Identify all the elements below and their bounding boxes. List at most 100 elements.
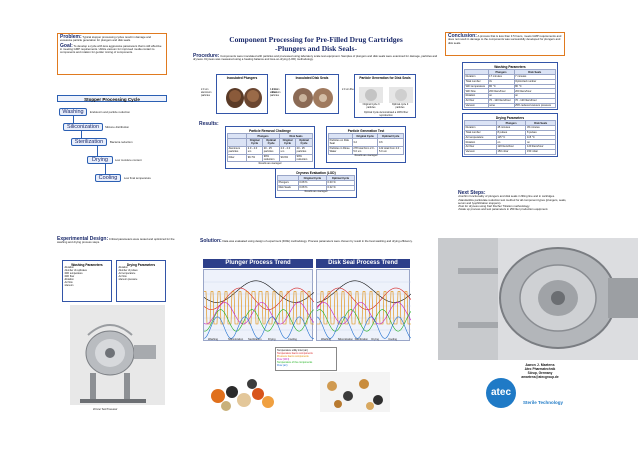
contact-block: Aaron J. Martens Atec Pharmatechnik Söru…	[509, 363, 571, 379]
table-cell: 20 - 25 particles	[295, 145, 313, 155]
trend-series-line	[204, 291, 314, 325]
exp-washing-list: -Duration-Number of replicates-WFI tempe…	[64, 266, 110, 287]
table-cell: 2.0 - 4.0 um	[279, 145, 297, 155]
next-steps: Next Steps: •Confirm functionality of pl…	[458, 190, 570, 212]
table-cell: 0.02 %	[325, 184, 356, 191]
list-item: •Scale up process and test parameters in…	[458, 207, 549, 212]
atec-logo: atec	[486, 378, 516, 408]
table-header-cell: Optimal Cycle	[262, 137, 281, 147]
list-item: •Test for dryness using Karl Fischer Tit…	[458, 204, 530, 209]
contact-email: amartens@atecgroup.de	[521, 375, 559, 379]
legend-item: Temperature of the components	[277, 361, 313, 365]
table-cell: Aluminum particles	[226, 145, 248, 155]
components-photo	[208, 372, 278, 412]
trend-series-line	[316, 287, 412, 310]
trend-series-line	[203, 309, 315, 332]
cycle-arrow	[97, 146, 98, 156]
table-cell: 0.6	[377, 137, 404, 147]
table-header-cell: Original Cycle	[279, 137, 297, 147]
legend-item: Flow (WFI)	[277, 358, 290, 362]
plunger-image	[226, 88, 262, 108]
table-cell: 122 total from 2.0 - 5.0 um	[377, 145, 404, 155]
cycle-arrow	[81, 131, 82, 138]
list-item: -Duration	[64, 266, 74, 270]
list-item: -WFI temperature	[64, 272, 83, 275]
exp-drying-title: Drying Parameters	[126, 262, 156, 267]
list-item: •Confirm functionality of plungers and d…	[458, 194, 555, 199]
table-cell: Particles on Disk Seal	[328, 137, 353, 147]
pg-note: Optimal Cycle demonstrated a 100% fiber …	[363, 111, 409, 117]
table-cell: 150 mbar	[495, 148, 527, 155]
plunger-trend-title: Plunger Process Trend	[203, 259, 313, 268]
x-tick-label: Sterilization	[355, 337, 369, 341]
table-cell: 20 - 25 particles	[262, 145, 281, 155]
pg-title: Particle Generation for Disk Seals	[359, 75, 411, 80]
list-item: -Air temperature	[118, 272, 136, 275]
drying-params-title: Drying Parameters	[495, 115, 525, 120]
table-header-cell: Optimal Cycle	[295, 137, 313, 147]
table-header-cell	[226, 137, 248, 147]
table-cell: Fiber	[226, 153, 248, 163]
table-cell: 99.9%	[279, 153, 297, 163]
trend-series-line	[316, 309, 412, 332]
legend-item: Flow (air)	[277, 364, 288, 368]
list-item: -Air flow	[64, 280, 73, 284]
washing-params-title: Washing Parameters	[494, 64, 526, 69]
x-tick-label: Washing	[321, 337, 332, 341]
procedure-label: Procedure:	[193, 53, 220, 59]
table-cell: 3.2	[351, 137, 379, 147]
inoc-label-b: 4.0 um aluminum particles	[270, 88, 281, 97]
dryness-title: Dryness Evaluation (LOD)	[296, 170, 336, 175]
x-tick-label: Siliconization	[338, 337, 354, 341]
x-tick-label: Siliconization	[228, 337, 244, 341]
cycle-step-cooling: Cooling	[95, 174, 121, 182]
disk-trend-title: Disk Seal Process Trend	[316, 259, 410, 268]
x-tick-label: Cooling	[288, 337, 297, 341]
list-item: -Duration	[118, 266, 128, 270]
exp-washing-title: Washing Parameters	[71, 262, 103, 267]
legend-item: Pressure bacco components	[277, 355, 309, 359]
table-cell: Vacuum	[464, 102, 489, 109]
title-line1: Component Processing for Pre-Filled Drug…	[229, 35, 403, 44]
table-cell: 99.7%	[246, 153, 264, 163]
pg-original: Original Cycle 3 particles	[362, 103, 380, 109]
removal-title: Particle Removal Challenge	[249, 128, 291, 133]
experimental-text: Critical parameters were tested and opti…	[57, 237, 175, 245]
inoc-label-a: 2.0 um aluminum particles	[201, 88, 212, 97]
problem-goal-box: Problem: Typical stopper processing cycl…	[57, 33, 167, 75]
cycle-note-cooling: Low final temperature	[124, 176, 151, 180]
exp-washing-params: Washing Parameters -Duration-Number of r…	[62, 260, 112, 302]
cycle-step-washing: Washing	[59, 108, 87, 116]
next-steps-list: •Confirm functionality of plungers and d…	[458, 194, 570, 212]
disk-seal-image	[293, 88, 333, 108]
list-item: -Air flow	[118, 274, 127, 278]
solution-text: Data was evaluated using design of exper…	[222, 239, 413, 243]
trend-series-line	[316, 302, 412, 325]
trend-series-line	[316, 316, 412, 339]
contact-company: Atec Pharmatechnik	[524, 367, 556, 371]
trend-series-line	[203, 287, 315, 310]
x-tick-label: Sterilization	[248, 337, 262, 341]
conclusion-text: A process that is less than 3.5 hours, m…	[448, 34, 562, 45]
procedure: Procedure: Components were inoculated wi…	[193, 53, 443, 62]
conclusion-label: Conclusion:	[448, 33, 477, 39]
trend-series-line	[317, 291, 411, 325]
experimental-design: Experimental Design: Critical parameters…	[57, 237, 177, 245]
exp-drying-list: -Duration-Number of pulses-Air temperatu…	[118, 266, 164, 282]
list-item: -Number of pulses	[118, 269, 138, 273]
trend-series-line	[316, 280, 412, 303]
cycle-step-sterilization: Sterilization	[71, 138, 107, 146]
inoculated-plungers-panel: Inoculated Plungers 2.0 um aluminum part…	[201, 74, 280, 114]
